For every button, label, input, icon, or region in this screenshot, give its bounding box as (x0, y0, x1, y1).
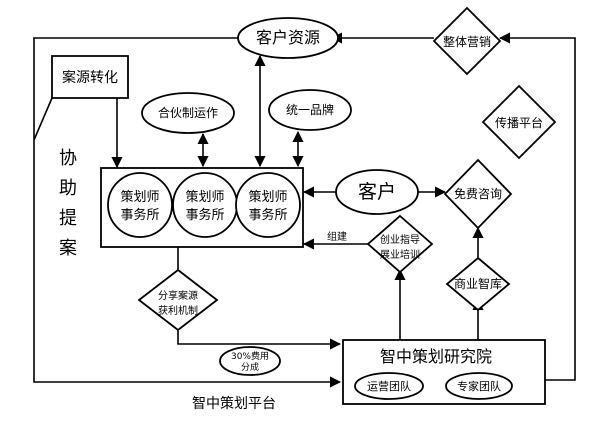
svg-text:策划师: 策划师 (120, 189, 159, 205)
customer-label: 客户 (358, 181, 396, 203)
customer-source-node (237, 17, 339, 59)
lead-conversion-bevel (33, 97, 53, 141)
free-consult-node (443, 158, 513, 230)
svg-text:协: 协 (59, 148, 77, 169)
svg-text:策划师: 策划师 (185, 189, 224, 205)
planner-office-3: 策划师 事务所 (235, 172, 301, 238)
loop-right-bottom-line (545, 122, 576, 381)
business-library-label: 商业智库 (454, 276, 502, 291)
expert-team-node (445, 372, 513, 400)
assist-cases-label: 协 助 提 案 (59, 148, 77, 259)
fee-share-line-1: 30%费用 (231, 350, 269, 362)
institute-label: 智中策划研究院 (380, 347, 492, 366)
spread-platform-label: 传播平台 (495, 115, 543, 130)
partnership-label: 合伙制运作 (158, 105, 218, 120)
expert-team-label: 专家团队 (457, 379, 501, 393)
svg-text:事务所: 事务所 (185, 207, 224, 223)
svg-text:助: 助 (59, 178, 77, 199)
training-node (366, 214, 434, 274)
svg-text:提: 提 (59, 208, 77, 229)
build-label: 组建 (327, 230, 347, 243)
unified-brand-label: 统一品牌 (286, 103, 334, 117)
fee-share-node (219, 346, 281, 376)
share-profit-node (137, 268, 219, 332)
unified-brand-node (268, 89, 352, 131)
customer-source-label: 客户资源 (256, 28, 320, 47)
svg-text:案: 案 (59, 238, 77, 259)
operation-team-node (354, 372, 424, 400)
loop-left-line (33, 37, 342, 388)
operation-team-label: 运营团队 (367, 379, 411, 393)
partnership-node (141, 92, 235, 134)
business-library-node (445, 256, 511, 312)
svg-text:事务所: 事务所 (120, 207, 159, 223)
share-profit-line-2: 获利机制 (158, 304, 198, 317)
planner-office-1: 策划师 事务所 (107, 172, 173, 238)
overall-marketing-node (432, 6, 502, 76)
free-consult-label: 免费咨询 (454, 186, 502, 201)
training-line-1: 创业指导 (380, 233, 420, 246)
lead-conversion-label: 案源转化 (62, 69, 118, 86)
overall-marketing-label: 整体营销 (443, 34, 491, 49)
platform-label: 智中策划平台 (192, 395, 276, 412)
training-line-2: 展业培训 (380, 248, 420, 261)
lead-conversion-node (51, 55, 129, 99)
share-to-institute-arrow (177, 330, 342, 350)
planner-office-2: 策划师 事务所 (172, 172, 238, 238)
connectors (33, 32, 576, 388)
svg-text:事务所: 事务所 (248, 207, 287, 223)
svg-text:策划师: 策划师 (248, 189, 287, 205)
spread-platform-node (481, 84, 557, 160)
fee-share-line-2: 分成 (241, 361, 259, 373)
share-profit-line-1: 分享案源 (158, 289, 198, 302)
customer-node (335, 169, 419, 215)
loop-right-top-line (498, 32, 576, 122)
